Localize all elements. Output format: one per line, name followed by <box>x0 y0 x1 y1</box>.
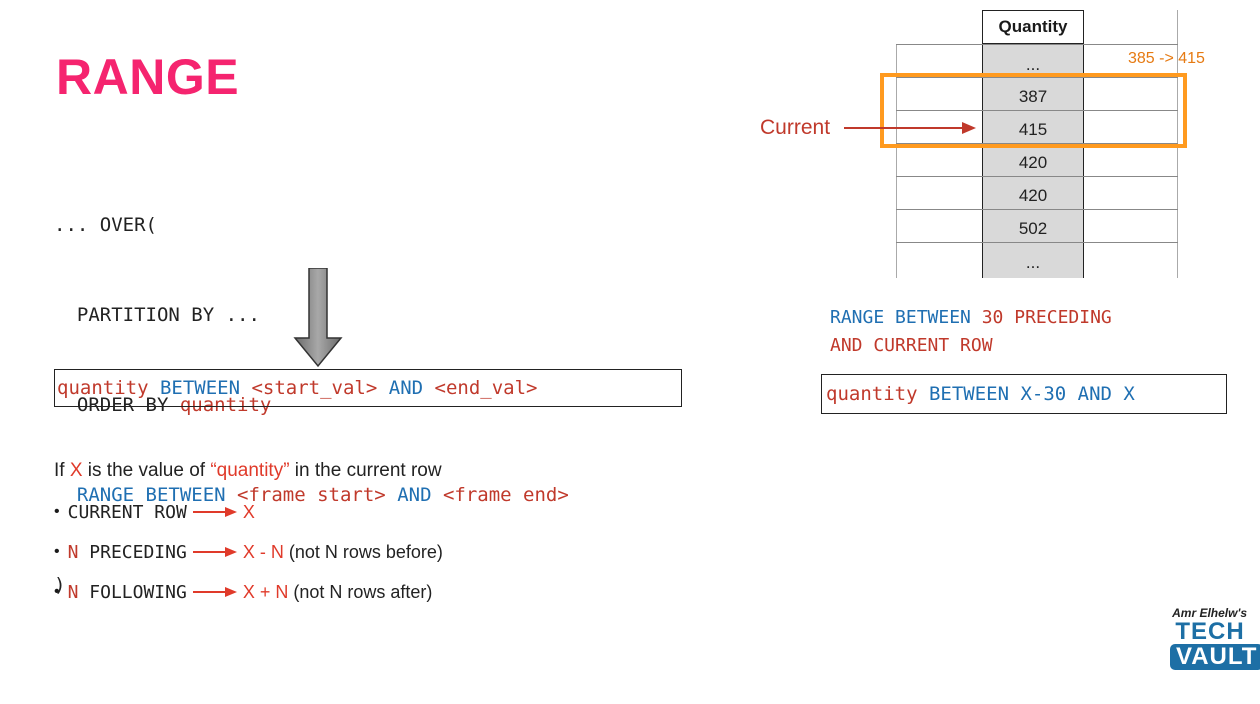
start-val-placeholder: <start_val> <box>251 377 378 399</box>
bullet-n: N <box>67 581 79 603</box>
window-frame-highlight <box>880 73 1187 148</box>
explain-post: in the current row <box>289 460 442 481</box>
tech-vault-logo: Amr Elhelw's TECH VAULT <box>1170 606 1260 686</box>
explanation-text: If X is the value of “quantity” in the c… <box>54 460 442 482</box>
explain-quantity: “quantity” <box>210 460 290 481</box>
bullet-value: X <box>242 501 255 522</box>
bullet-n-preceding: • N PRECEDING X - N (not N rows before) <box>54 536 443 568</box>
preceding-keyword: PRECEDING <box>1014 307 1112 328</box>
range-example-text: RANGE BETWEEN 30 PRECEDING AND CURRENT R… <box>830 304 1112 360</box>
slide-title: RANGE <box>56 49 240 105</box>
end-val-placeholder: <end_val> <box>434 377 538 399</box>
table-cell: 502 <box>1018 219 1048 238</box>
bullet-current-row: • CURRENT ROW X <box>54 496 255 528</box>
bullet-value-n: N <box>275 581 289 602</box>
translated-condition-box: quantity BETWEEN <start_val> AND <end_va… <box>54 369 682 407</box>
down-arrow-icon <box>293 268 343 368</box>
quantity-column: quantity <box>826 383 918 405</box>
example-condition-box: quantity BETWEEN X-30 AND X <box>821 374 1227 414</box>
bullet-n: N <box>67 541 79 563</box>
frame-range-label: 385 -> 415 <box>1128 50 1205 67</box>
logo-tech-word: TECH <box>1175 618 1245 645</box>
bullet-keyword: CURRENT ROW <box>67 501 187 523</box>
code-line-order: ORDER BY quantity <box>54 390 569 420</box>
table-gridline <box>896 77 1178 78</box>
sql-code-block: ... OVER( PARTITION BY ... ORDER BY quan… <box>54 150 569 630</box>
between-expression: BETWEEN X-30 AND X <box>917 383 1135 405</box>
and-keyword: AND <box>385 484 443 506</box>
logo-vault-word: VAULT <box>1170 644 1260 670</box>
frame-end-placeholder: <frame end> <box>442 484 569 506</box>
table-gridline <box>896 44 897 278</box>
between-keyword: BETWEEN <box>148 377 252 399</box>
frame-start-placeholder: <frame start> <box>237 484 386 506</box>
table-cell: ... <box>1025 55 1041 74</box>
explain-pre: If <box>54 460 70 481</box>
table-cell: 387 <box>1018 87 1048 106</box>
bullet-value-n: N <box>270 541 284 562</box>
table-cell: 420 <box>1018 153 1048 172</box>
bullet-note: (not N rows after) <box>288 581 433 602</box>
table-gridline <box>896 242 1178 243</box>
range-offset-value: 30 <box>981 307 1015 328</box>
bullet-value: X + <box>242 581 276 602</box>
range-between-keyword: RANGE BETWEEN <box>54 484 238 506</box>
current-row-arrow-icon <box>844 122 976 134</box>
code-line-over: ... OVER( <box>54 214 157 236</box>
table-cell: ... <box>1025 253 1041 272</box>
bullet-dot-icon: • <box>54 543 60 560</box>
code-line-partition: PARTITION BY ... <box>54 304 260 326</box>
bullet-dot-icon: • <box>54 583 60 600</box>
table-cell: 420 <box>1018 186 1048 205</box>
range-between-keyword: RANGE BETWEEN <box>830 307 982 328</box>
right-arrow-icon <box>192 587 237 597</box>
table-cell-current: 415 <box>1018 120 1048 139</box>
bullet-keyword: PRECEDING <box>78 541 187 563</box>
and-current-row-keyword: AND CURRENT ROW <box>830 335 993 356</box>
and-keyword: AND <box>377 377 435 399</box>
explain-mid: is the value of <box>82 460 211 481</box>
explain-x: X <box>69 460 83 481</box>
table-gridline <box>896 110 1178 111</box>
bullet-dot-icon: • <box>54 503 60 520</box>
order-by-keyword: ORDER BY <box>54 394 180 416</box>
logo-byline: Amr Elhelw's <box>1172 606 1247 620</box>
table-gridline <box>896 143 1178 144</box>
right-arrow-icon <box>192 507 237 517</box>
bullet-keyword: FOLLOWING <box>78 581 187 603</box>
code-line-close: ) <box>54 574 66 596</box>
order-by-column: quantity <box>179 394 272 416</box>
current-row-label: Current <box>760 116 831 139</box>
table-gridline <box>896 44 1178 45</box>
bullet-n-following: • N FOLLOWING X + N (not N rows after) <box>54 576 432 608</box>
code-line-range: RANGE BETWEEN <frame start> AND <frame e… <box>54 480 569 510</box>
bullet-note: (not N rows before) <box>283 541 443 562</box>
quantity-column: quantity <box>57 377 149 399</box>
table-gridline <box>896 176 1178 177</box>
bullet-value: X - <box>242 541 271 562</box>
table-gridline <box>896 209 1178 210</box>
right-arrow-icon <box>192 547 237 557</box>
table-header: Quantity <box>982 10 1084 44</box>
